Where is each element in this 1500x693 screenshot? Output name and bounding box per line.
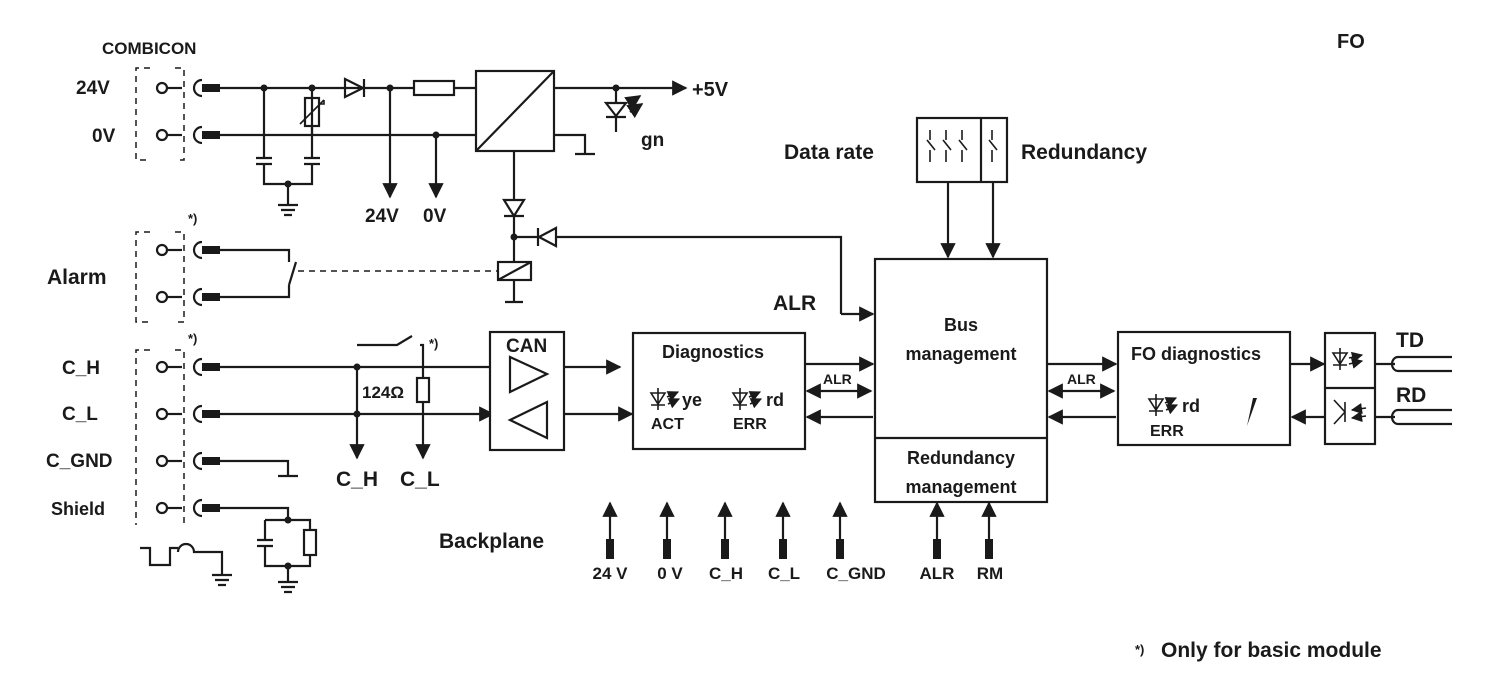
alarm-terminal-1 — [155, 240, 220, 260]
out-c-h-label: C_H — [336, 468, 378, 491]
backplane-pin-alr: ALR — [920, 501, 955, 583]
backplane-pin-label: C_GND — [826, 564, 886, 583]
alr-input-label: ALR — [773, 292, 816, 315]
tx-led-icon — [1331, 348, 1364, 370]
redundancy-switch-label: Redundancy — [1021, 141, 1147, 164]
led-gn-label: gn — [641, 130, 664, 151]
dip-switch-block: Data rate Redundancy — [784, 116, 1147, 259]
terminal-c-gnd — [155, 451, 220, 471]
alarm-terminal-2 — [155, 287, 220, 307]
footnote-text: Only for basic module — [1161, 639, 1382, 662]
fo-err-led-color: rd — [1182, 396, 1200, 416]
terminal-24v — [155, 78, 220, 98]
act-led-icon — [649, 388, 681, 410]
terminal-c-l-label: C_L — [62, 404, 98, 425]
tap-0v-label: 0V — [423, 206, 447, 227]
backplane-pin-label: 24 V — [593, 564, 629, 583]
backplane-pin-0v: 0 V — [657, 501, 683, 583]
terminal-0v-label: 0V — [92, 126, 116, 147]
termination-switch-note: *) — [429, 336, 438, 351]
fo-err-led-name: ERR — [1150, 423, 1184, 440]
plus-5v-label: +5V — [692, 79, 729, 101]
backplane-pin-label: C_L — [768, 564, 800, 583]
rd-label: RD — [1396, 384, 1426, 407]
signal-level-icon — [1247, 398, 1257, 426]
backplane-label: Backplane — [439, 530, 544, 553]
err-led-name: ERR — [733, 416, 767, 433]
power-supply-section: COMBICON 24V 0V — [76, 39, 729, 265]
can-block-title: CAN — [506, 336, 547, 357]
resistor-value-label: 124Ω — [362, 383, 404, 402]
can-terminal-section: *) C_H C_L C_GND Shield *) 124Ω C_H C_L — [46, 331, 622, 594]
diagnostics-title: Diagnostics — [662, 342, 764, 362]
backplane-pin-rm: RM — [977, 501, 1003, 583]
termination-resistor — [415, 376, 431, 404]
combicon-bracket — [135, 67, 185, 161]
err-led-color: rd — [766, 390, 784, 410]
terminal-c-l — [155, 404, 220, 424]
backplane-pin-c-h: C_H — [709, 501, 743, 583]
fo-diagnostics-title: FO diagnostics — [1131, 344, 1261, 364]
fiber-td — [1375, 355, 1452, 373]
act-led-color: ye — [682, 390, 702, 410]
combicon-label: COMBICON — [102, 39, 196, 58]
fo-err-led-icon — [1147, 394, 1179, 416]
terminal-c-h — [155, 357, 220, 377]
fo-diagnostics-block: FO diagnostics rd ERR — [1116, 330, 1292, 447]
backplane-pin-24v: 24 V — [593, 501, 629, 583]
footnote-mark: *) — [1135, 642, 1144, 657]
input-diode — [343, 77, 366, 99]
alarm-note-mark: *) — [188, 211, 197, 226]
err-led-icon — [731, 388, 763, 410]
bus-management-line2: management — [905, 344, 1016, 364]
terminal-shield — [155, 498, 220, 518]
can-note-mark: *) — [188, 331, 197, 346]
alarm-label: Alarm — [47, 266, 107, 289]
terminal-0v — [155, 125, 220, 145]
out-c-l-label: C_L — [400, 468, 440, 491]
can-bracket — [135, 349, 185, 525]
alr-link-right: ALR — [1067, 371, 1096, 387]
bus-management-block: Bus management Redundancy management — [873, 257, 1049, 504]
terminal-c-h-label: C_H — [62, 358, 100, 379]
redundancy-management-line1: Redundancy — [907, 448, 1015, 468]
backplane-pin-label: C_H — [709, 564, 743, 583]
backplane-pin-label: 0 V — [657, 564, 683, 583]
optical-transceiver-block — [1323, 331, 1377, 446]
backplane-pin-label: ALR — [920, 564, 955, 583]
backplane-section: Backplane 24 V 0 V C_H C_L C_GND ALR RM — [439, 501, 1003, 583]
data-rate-label: Data rate — [784, 141, 874, 164]
terminal-c-gnd-label: C_GND — [46, 451, 113, 472]
act-led-name: ACT — [651, 416, 684, 433]
fuse — [412, 79, 456, 97]
terminal-shield-label: Shield — [51, 499, 105, 519]
alarm-bracket — [135, 231, 185, 323]
alr-link-left: ALR — [823, 371, 852, 387]
terminal-24v-label: 24V — [76, 78, 110, 99]
can-transceiver-block: CAN — [488, 330, 620, 452]
backplane-pin-label: RM — [977, 564, 1003, 583]
fo-corner-label: FO — [1337, 31, 1365, 53]
fiber-rd — [1375, 408, 1452, 426]
redundancy-management-line2: management — [905, 477, 1016, 497]
alarm-section: *) Alarm ALR — [47, 211, 875, 323]
bus-management-line1: Bus — [944, 315, 978, 335]
rx-phototransistor-icon — [1333, 399, 1367, 425]
backplane-pin-c-l: C_L — [768, 501, 800, 583]
power-led-icon — [603, 88, 644, 132]
backplane-pin-c-gnd: C_GND — [826, 501, 886, 583]
tap-24v-label: 24V — [365, 206, 399, 227]
td-label: TD — [1396, 329, 1424, 352]
diagnostics-block: Diagnostics ye ACT rd ERR — [618, 331, 807, 451]
